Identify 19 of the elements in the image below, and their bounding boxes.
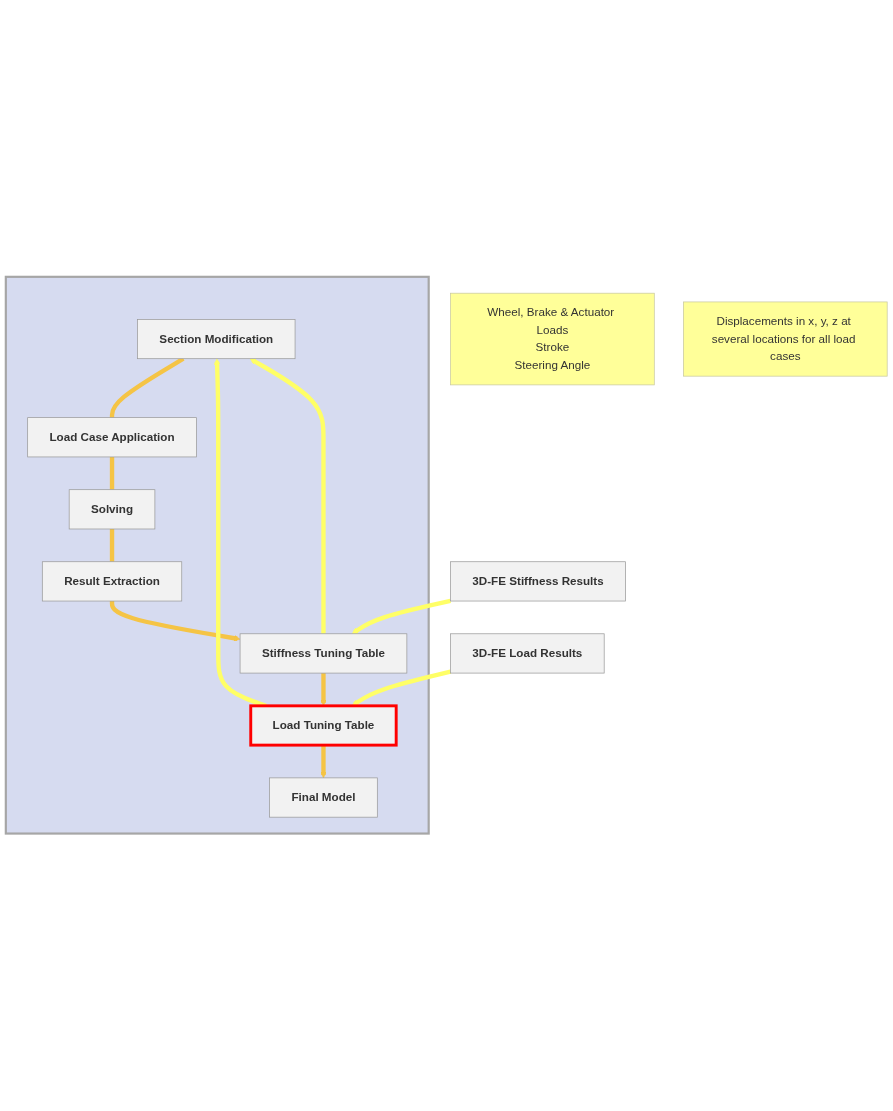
- node-box: Load Tuning Table: [249, 704, 398, 747]
- node-box: Section Modification: [137, 319, 296, 360]
- node-box: Final Model: [269, 777, 378, 818]
- node-box: Load Case Application: [27, 417, 197, 458]
- node-box: 3D-FE Load Results: [450, 633, 605, 674]
- connector: [109, 529, 115, 563]
- connector: [109, 457, 115, 490]
- arrow: [320, 745, 327, 779]
- node-box: Result Extraction: [41, 561, 183, 602]
- node-box: Stiffness Tuning Table: [239, 633, 408, 674]
- arrow: [351, 669, 452, 707]
- node-box: Solving: [68, 489, 156, 530]
- arrow: [351, 599, 451, 635]
- node-box: Wheel, Brake & Actuator Loads Stroke Steering Angle: [450, 293, 655, 386]
- arrow: [249, 358, 326, 635]
- node-box: 3D-FE Stiffness Results: [450, 561, 626, 602]
- node-box: Displacements in x, y, z at several locations for all load cases: [683, 301, 888, 377]
- arrow: [320, 673, 327, 707]
- cluster: [4, 276, 430, 835]
